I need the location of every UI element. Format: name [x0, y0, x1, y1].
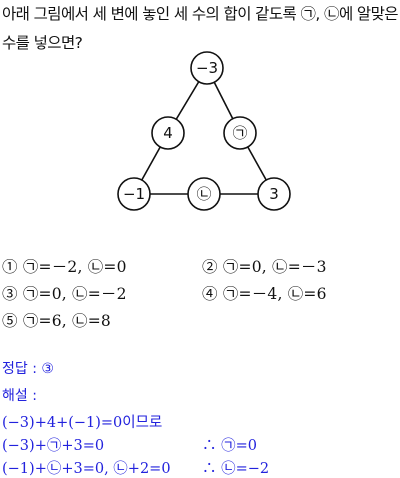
node-bottom-mid-circle: [187, 177, 221, 211]
edge-right: [239, 132, 275, 195]
edge-left: [167, 67, 208, 134]
node-bottom-right-label: 3: [269, 185, 279, 203]
explanation-line-1: (−3)+4+(−1)=0이므로: [2, 415, 163, 431]
node-top-label: −3: [196, 59, 218, 77]
explanation-conclusion-2: ∴ ㉡=−2: [202, 461, 270, 477]
edge-left: [133, 132, 169, 195]
node-mid-left-label: 4: [163, 124, 173, 142]
explanation-conclusion-1: ∴ ㉠=0: [202, 438, 257, 454]
node-bottom-left-circle: [117, 177, 151, 211]
node-bottom-left-label: −1: [123, 185, 145, 203]
node-mid-right-label: ㉠: [232, 124, 247, 142]
node-mid-left-circle: [151, 116, 185, 150]
node-mid-right-circle: [223, 116, 257, 150]
question-line-2: 수를 넣으면?: [2, 34, 83, 52]
explanation-line-3: (−1)+㉡+3=0, ㉡+2=0: [2, 461, 171, 477]
choice-5[interactable]: ⑤ ㉠=6, ㉡=8: [2, 312, 111, 330]
node-bottom-right-circle: [257, 177, 291, 211]
explanation-label: 해설 :: [2, 388, 37, 404]
node-bottom-mid-label: ㉡: [196, 185, 211, 203]
answer-label: 정답 : ③: [2, 361, 54, 377]
choice-2[interactable]: ② ㉠=0, ㉡=－3: [202, 258, 327, 276]
question-line-1: 아래 그림에서 세 변에 놓인 세 수의 합이 같도록 ㉠, ㉡에 알맞은: [2, 5, 399, 23]
choice-3[interactable]: ③ ㉠=0, ㉡=－2: [2, 285, 127, 303]
explanation-line-2: (−3)+㉠+3=0: [2, 438, 105, 454]
edge-right: [206, 67, 241, 134]
question-text: 아래 그림에서 세 변에 놓인 세 수의 합이 같도록 ㉠, ㉡에 알맞은 수를…: [2, 0, 399, 58]
choice-1[interactable]: ① ㉠=－2, ㉡=0: [2, 258, 127, 276]
choice-4[interactable]: ④ ㉠=－4, ㉡=6: [202, 285, 327, 303]
